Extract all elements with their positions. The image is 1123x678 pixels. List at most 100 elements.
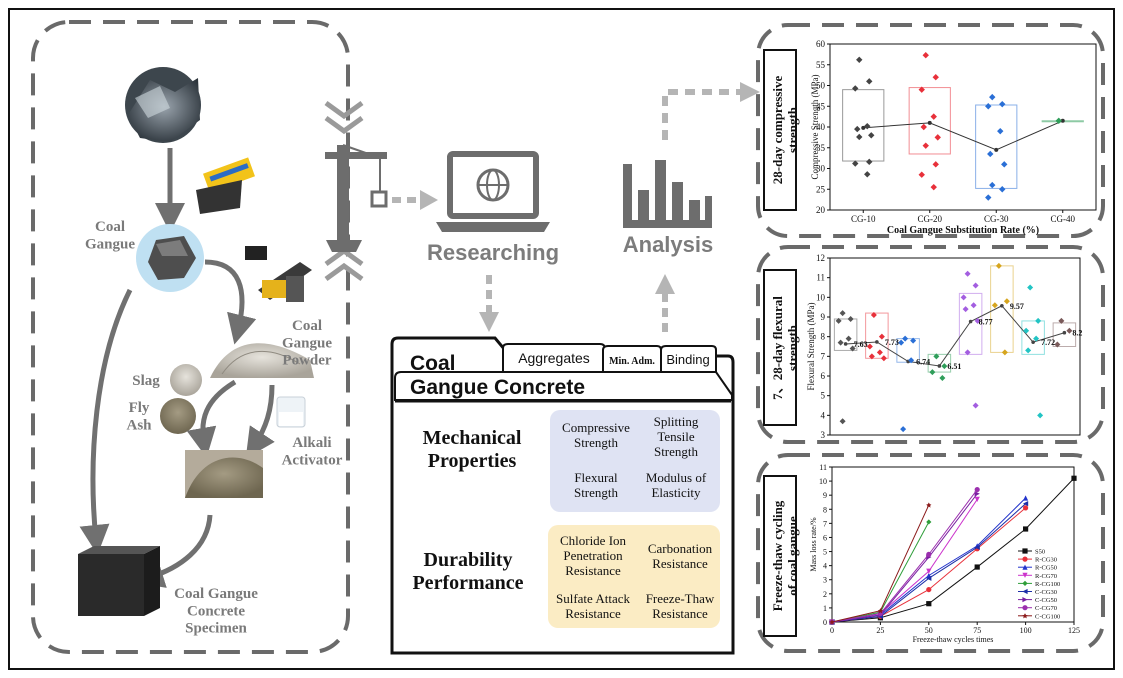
- chart1-mean-point: [1060, 118, 1065, 123]
- chart1-point: [1055, 117, 1062, 124]
- chart2-point: [845, 335, 852, 342]
- chart1-point: [918, 86, 925, 93]
- arrow-researching-to-folder: [479, 275, 499, 332]
- chart1-mean-point: [861, 125, 866, 130]
- chart1-ytick-label: 20: [816, 205, 826, 215]
- chart3-point: [974, 486, 980, 493]
- flexural-panel: [756, 245, 1105, 444]
- chart1-ytick-label: 45: [816, 101, 826, 111]
- crane-icon: [325, 144, 388, 252]
- chart3-ytick-label: 8: [823, 505, 827, 514]
- chart2-ytick-label: 12: [816, 253, 825, 263]
- chart2-point: [866, 343, 873, 350]
- chart2-box: [1052, 322, 1077, 347]
- chart2-ytick-label: 5: [821, 391, 826, 401]
- coal-image: [125, 67, 201, 143]
- chart3-point: [926, 575, 932, 581]
- chart1-ytick-label: 30: [816, 164, 826, 174]
- chart2-mean-label: 6.51: [947, 362, 961, 371]
- chart1-point: [852, 85, 859, 92]
- chart1-point: [920, 123, 927, 131]
- chart3-ytick-label: 10: [819, 477, 827, 486]
- chart2-point: [868, 353, 875, 360]
- chart3-legend-marker: [1022, 564, 1028, 570]
- chart2-point: [835, 317, 842, 324]
- freeze-panel-label: Freeze-thaw cyclingof coal gangue: [770, 500, 800, 611]
- chart2-point: [995, 262, 1002, 269]
- compressive-label-box: [763, 49, 797, 211]
- chart3-ytick-label: 4: [823, 562, 827, 571]
- chart3-legend-label: R-CG70: [1035, 573, 1057, 580]
- chart2-plot-area: [829, 257, 1081, 436]
- chart3-ytick-label: 9: [823, 491, 827, 500]
- tab-aggregates-label: Aggregates: [518, 350, 590, 366]
- chart2-box: [865, 312, 889, 359]
- chart2-mean-label: 7.73: [885, 338, 899, 347]
- flexural-label-box: [763, 269, 797, 426]
- chart2-point: [962, 306, 969, 313]
- chart1-point: [866, 158, 873, 166]
- chart3-ytick-label: 1: [823, 604, 827, 613]
- chart2-mean-label: 6.74: [916, 357, 930, 366]
- chart2-point: [939, 374, 946, 381]
- chart2-point: [1003, 298, 1010, 305]
- chart2-mean-label: 7.72: [1041, 338, 1055, 347]
- chart1-point: [922, 142, 929, 149]
- chart1-point: [932, 161, 939, 168]
- chart1-point: [930, 113, 937, 120]
- chart3-point: [829, 619, 835, 625]
- chart2-ytick-label: 9: [821, 312, 826, 322]
- chart2-mean-point: [843, 342, 848, 346]
- chart3-ytick-label: 11: [819, 463, 827, 472]
- coal-gangue-icon: [136, 224, 204, 292]
- chart2-mean-point: [875, 340, 879, 344]
- chart1-ytick-label: 35: [816, 143, 826, 153]
- chart1-ytick-label: 50: [816, 81, 826, 91]
- chart2-ytick-label: 4: [821, 410, 826, 420]
- tab-binding-label: Binding: [666, 352, 709, 367]
- flexural-panel-label: 7、28-day flexuralstrength: [770, 296, 800, 400]
- mechanical-properties-box: [550, 410, 720, 512]
- chevrons-up-icon: [324, 247, 364, 282]
- chart3-legend-label: C-CG70: [1035, 605, 1057, 612]
- loader-icon: [245, 246, 312, 302]
- chart1-point: [918, 171, 925, 178]
- chart1-xtick-label: CG-40: [1051, 214, 1076, 224]
- chart2-point: [1023, 327, 1030, 334]
- slag-label: Slag: [132, 373, 160, 389]
- chart1-point: [999, 186, 1006, 193]
- chart2-point: [878, 333, 885, 340]
- chart3-point: [974, 564, 980, 570]
- chart3-legend-marker: [1022, 597, 1028, 603]
- chart3-series-line: [831, 489, 978, 623]
- chart2-point: [974, 317, 981, 324]
- chart1-xlabel: Coal Gangue Substitution Rate (%): [887, 225, 1039, 236]
- alkali-activator-image: [276, 396, 306, 428]
- chart3-legend-marker: [1022, 613, 1028, 619]
- chart1-mean-line: [863, 120, 1063, 151]
- chart3-legend-label: R-CG100: [1035, 581, 1060, 588]
- chart2-box: [927, 353, 952, 373]
- chart2-point: [1033, 335, 1040, 342]
- chart3-point: [1023, 501, 1029, 507]
- chart2-point: [1027, 284, 1034, 291]
- chart2-ylabel: Flexural Strength (MPa): [806, 303, 816, 391]
- chart3-xtick-label: 25: [876, 626, 884, 635]
- chart2-mean-label: 8.2: [1072, 329, 1082, 338]
- chart1-point: [866, 78, 873, 85]
- chart2-ytick-label: 11: [816, 273, 825, 283]
- durability-performance-box: [548, 525, 720, 628]
- chart2-point: [933, 353, 940, 360]
- chart2-mean-line: [845, 305, 1065, 367]
- chart3-xtick-label: 75: [973, 626, 981, 635]
- chart3-series-line: [831, 504, 930, 623]
- mixed-powder-image: [185, 450, 263, 498]
- chart1-point: [987, 150, 994, 158]
- chart3-xlabel: Freeze-thaw cycles times: [913, 635, 994, 644]
- chart3-legend-label: R-CG50: [1035, 565, 1057, 572]
- chart1-ylabel: Compressive Strength (MPa): [810, 75, 820, 180]
- chart3-point: [926, 551, 932, 557]
